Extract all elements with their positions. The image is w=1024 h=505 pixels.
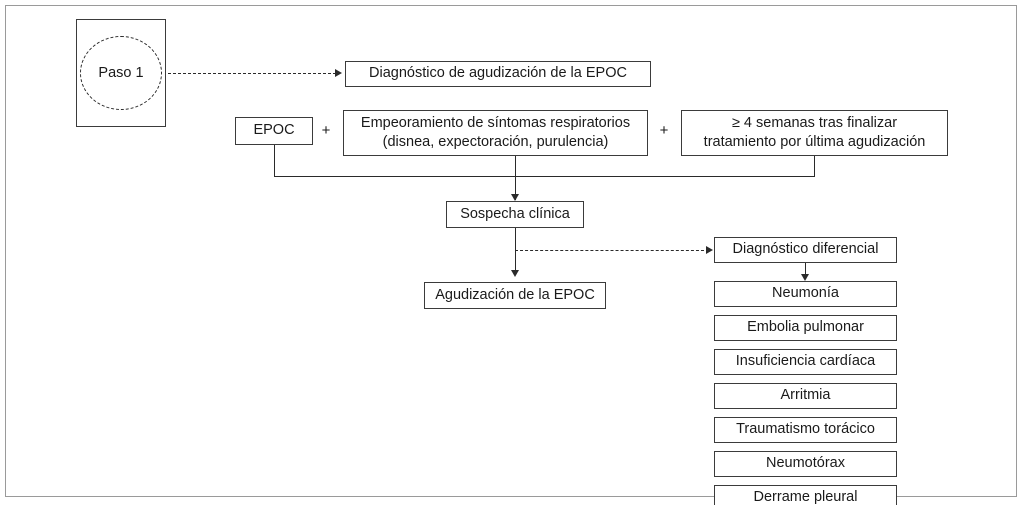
plus-sign-1-label: + [321, 122, 331, 139]
node-diagnostico-agudizacion-label: Diagnóstico de agudización de la EPOC [369, 65, 627, 82]
node-empeoramiento-line1: Empeoramiento de síntomas respiratorios [360, 115, 631, 132]
differential-item: Insuficiencia cardíaca [714, 349, 897, 375]
node-cuatro-semanas-line1: ≥ 4 semanas tras finalizar [731, 115, 898, 132]
plus-sign-2: + [656, 122, 672, 139]
diagram-frame [5, 5, 1017, 497]
differential-item: Embolia pulmonar [714, 315, 897, 341]
node-cuatro-semanas: ≥ 4 semanas tras finalizar tratamiento p… [681, 110, 948, 156]
node-diagnostico-diferencial: Diagnóstico diferencial [714, 237, 897, 263]
plus-sign-1: + [318, 122, 334, 139]
differential-item-label: Embolia pulmonar [747, 319, 864, 336]
node-diagnostico-diferencial-label: Diagnóstico diferencial [732, 241, 879, 258]
connector-semanas-down [814, 156, 815, 176]
node-diagnostico-agudizacion: Diagnóstico de agudización de la EPOC [345, 61, 651, 87]
differential-item: Derrame pleural [714, 485, 897, 505]
node-empeoramiento-line2: (disnea, expectoración, purulencia) [382, 134, 609, 150]
differential-item: Arritmia [714, 383, 897, 409]
arrowhead-to-diagnostico-diferencial [706, 246, 713, 254]
connector-sospecha-to-diferencial [515, 250, 709, 251]
arrowhead-to-sospecha-clinica [511, 194, 519, 201]
node-sospecha-clinica: Sospecha clínica [446, 201, 584, 228]
differential-item: Neumotórax [714, 451, 897, 477]
differential-item-label: Arritmia [780, 387, 831, 404]
differential-item-label: Traumatismo torácico [736, 421, 875, 438]
differential-item-label: Derrame pleural [753, 489, 858, 505]
connector-epoc-down [274, 145, 275, 176]
node-agudizacion-epoc: Agudización de la EPOC [424, 282, 606, 309]
node-epoc: EPOC [235, 117, 313, 145]
connector-row2-horizontal-join [274, 176, 815, 177]
differential-item-label: Neumonía [772, 285, 839, 302]
arrowhead-to-differential-list [801, 274, 809, 281]
step-label: Paso 1 [98, 65, 144, 81]
node-agudizacion-epoc-label: Agudización de la EPOC [435, 286, 595, 303]
node-epoc-label: EPOC [253, 122, 295, 139]
node-sospecha-clinica-label: Sospecha clínica [460, 205, 570, 222]
connector-paso1-to-diagnostico [168, 73, 336, 74]
step-ellipse: Paso 1 [80, 36, 162, 110]
differential-item: Traumatismo torácico [714, 417, 897, 443]
arrowhead-to-agudizacion-epoc [511, 270, 519, 277]
differential-item-label: Insuficiencia cardíaca [735, 353, 876, 370]
node-empeoramiento-sintomas: Empeoramiento de síntomas respiratorios … [343, 110, 648, 156]
connector-empeoramiento-down [515, 156, 516, 200]
differential-item-label: Neumotórax [766, 455, 845, 472]
differential-item: Neumonía [714, 281, 897, 307]
node-cuatro-semanas-line2: tratamiento por última agudización [703, 134, 926, 150]
connector-diferencial-down [805, 263, 806, 277]
arrowhead-paso1-to-diagnostico [335, 69, 342, 77]
plus-sign-2-label: + [659, 122, 669, 139]
